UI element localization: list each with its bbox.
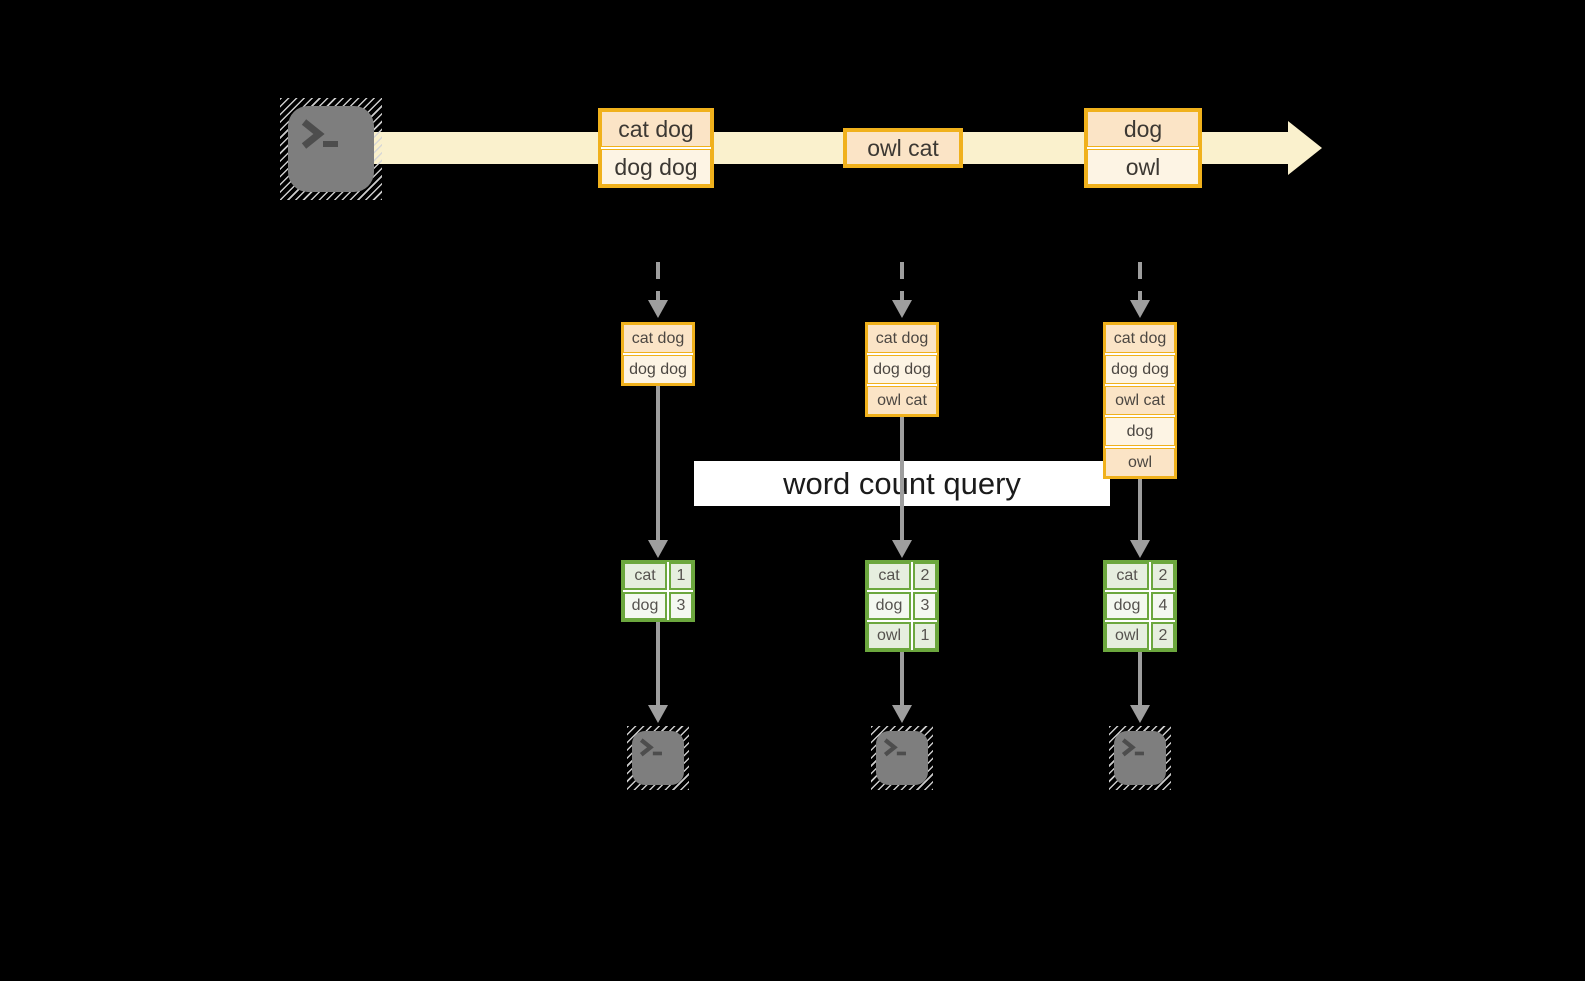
count-value-cell: 3 [913,592,937,620]
query-arrowhead-icon [648,540,668,558]
prompt-glyph-icon [639,738,662,757]
consumer-terminal-icon [627,726,689,790]
count-value-cell: 1 [669,562,693,590]
count-value-cell: 2 [913,562,937,590]
stream-event-box-1: cat dog dog dog [598,108,714,188]
terminal-screen [288,106,374,192]
output-arrow-line [656,622,660,705]
count-word-cell: owl [867,622,911,650]
count-value-cell: 2 [1151,622,1175,650]
count-value-cell: 3 [669,592,693,620]
buffer-row: dog dog [623,355,693,384]
ingest-arrow-line [656,262,660,302]
event-buffer-box-2: cat dog dog dog owl cat [865,322,939,417]
output-arrowhead-icon [648,705,668,723]
event-buffer-box-3: cat dog dog dog owl cat dog owl [1103,322,1177,479]
output-arrowhead-icon [1130,705,1150,723]
ingest-arrowhead-icon [892,300,912,318]
output-arrow-line [1138,652,1142,705]
buffer-row: owl cat [1105,386,1175,415]
event-buffer-box-1: cat dog dog dog [621,322,695,386]
output-arrowhead-icon [892,705,912,723]
ingest-arrow-line [1138,262,1142,302]
stream-event-box-2: owl cat [843,128,963,168]
ingest-arrowhead-icon [1130,300,1150,318]
prompt-glyph-icon [1121,738,1144,757]
buffer-row: dog dog [867,355,937,384]
count-word-cell: dog [623,592,667,620]
count-value-cell: 1 [913,622,937,650]
stream-event-row: owl cat [846,131,960,165]
count-table-3: cat 2 dog 4 owl 2 [1103,560,1177,652]
producer-terminal-icon [280,98,382,200]
buffer-row: dog dog [1105,355,1175,384]
stream-event-row: cat dog [601,111,711,147]
buffer-row: owl [1105,448,1175,477]
prompt-glyph-icon [301,119,338,149]
count-value-cell: 4 [1151,592,1175,620]
terminal-screen [876,731,928,785]
terminal-screen [632,731,684,785]
count-word-cell: cat [1105,562,1149,590]
count-word-cell: dog [867,592,911,620]
stream-event-row: owl [1087,149,1199,185]
count-word-cell: cat [623,562,667,590]
count-value-cell: 2 [1151,562,1175,590]
query-arrowhead-icon [1130,540,1150,558]
count-word-cell: cat [867,562,911,590]
stream-event-box-3: dog owl [1084,108,1202,188]
count-word-cell: owl [1105,622,1149,650]
ingest-arrowhead-icon [648,300,668,318]
buffer-row: cat dog [1105,324,1175,353]
buffer-row: cat dog [867,324,937,353]
query-arrow-line [656,386,660,540]
ingest-arrow-line [900,262,904,302]
buffer-row: owl cat [867,386,937,415]
consumer-terminal-icon [1109,726,1171,790]
query-arrow-line [900,417,904,540]
stream-event-row: dog dog [601,149,711,185]
stream-arrowhead-icon [1288,121,1322,175]
count-table-1: cat 1 dog 3 [621,560,695,622]
consumer-terminal-icon [871,726,933,790]
buffer-row: cat dog [623,324,693,353]
count-table-2: cat 2 dog 3 owl 1 [865,560,939,652]
prompt-glyph-icon [883,738,906,757]
buffer-row: dog [1105,417,1175,446]
count-word-cell: dog [1105,592,1149,620]
query-arrow-line [1138,479,1142,540]
terminal-screen [1114,731,1166,785]
stream-event-row: dog [1087,111,1199,147]
output-arrow-line [900,652,904,705]
query-arrowhead-icon [892,540,912,558]
